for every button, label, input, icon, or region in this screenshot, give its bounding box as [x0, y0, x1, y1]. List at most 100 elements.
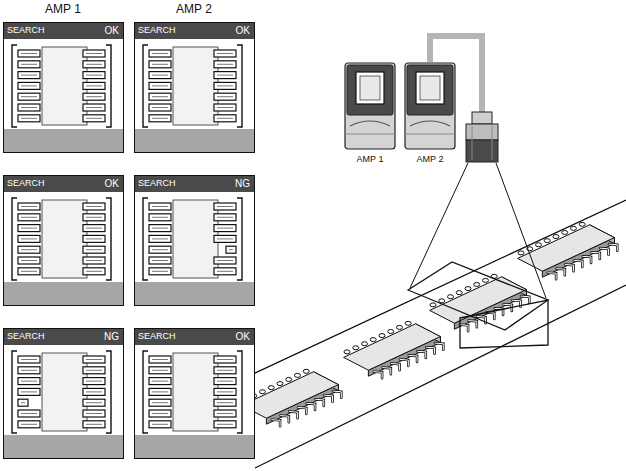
ic-pin-line	[152, 107, 168, 108]
mode-text: SEARCH	[138, 331, 176, 342]
ic-pin-line	[152, 64, 168, 65]
chip-pin	[521, 296, 529, 303]
ic-body	[173, 47, 218, 125]
sensor-head	[466, 112, 498, 162]
ic-pin	[214, 421, 236, 428]
chip-pin	[570, 226, 576, 230]
chip-pin	[469, 321, 477, 328]
ic-pin-line	[217, 359, 233, 360]
chip-pin	[426, 347, 434, 354]
panel-band	[135, 282, 254, 305]
chip-pin	[562, 230, 568, 234]
chip-pin	[374, 372, 382, 379]
ic-pin	[83, 93, 105, 100]
chip-pin	[486, 312, 494, 319]
bracket	[143, 198, 148, 280]
panel-band	[4, 435, 123, 458]
bracket	[106, 45, 111, 127]
ic-pin	[214, 203, 236, 210]
amplifier-label: AMP 2	[404, 154, 456, 165]
ic-pin-line	[217, 96, 233, 97]
display-panel: SEARCHNG	[134, 175, 255, 306]
chip-pin	[400, 359, 408, 366]
chip-pin	[456, 291, 462, 295]
amp-line	[405, 134, 455, 135]
chip-pin	[281, 416, 289, 423]
ic-pin	[214, 82, 236, 89]
bracket	[237, 45, 242, 127]
panel-band	[135, 435, 254, 458]
ic-pin-line	[21, 118, 37, 119]
chip-pin	[294, 373, 300, 377]
ic-pin-line	[21, 391, 37, 392]
ic-pin	[18, 50, 40, 57]
judgement-text: OK	[236, 331, 250, 342]
chip-pin	[592, 252, 600, 259]
ic-pin-line	[86, 359, 102, 360]
amp-screen	[360, 76, 380, 100]
panel-header: SEARCHNG	[135, 176, 254, 192]
judgement-text: NG	[235, 178, 250, 189]
bracket	[106, 198, 111, 280]
ic-pin-line	[21, 96, 37, 97]
column-header: AMP 2	[176, 2, 212, 16]
view-line	[496, 163, 546, 298]
chip-pin	[324, 395, 332, 402]
ic-pin-line	[152, 249, 168, 250]
chip-pin	[579, 222, 585, 226]
ic-pin-line	[217, 391, 233, 392]
ic-pin	[149, 367, 171, 374]
chip-pin	[557, 269, 565, 276]
ic-pin-line	[86, 249, 102, 250]
ic-pin-line	[86, 107, 102, 108]
inspection-frame	[408, 262, 548, 330]
ic-pin	[18, 246, 40, 253]
ic-pin	[83, 356, 105, 363]
ic-pin	[214, 214, 236, 221]
ic-pin	[149, 421, 171, 428]
chip-pin	[374, 372, 382, 379]
panel-band	[4, 129, 123, 152]
amplifier-unit: AMP 2	[404, 62, 456, 172]
chip-pin	[400, 359, 408, 366]
ic-pin	[18, 214, 40, 221]
chip-pin	[565, 265, 573, 272]
ic-pin	[214, 356, 236, 363]
chip-top	[430, 277, 527, 323]
ic-pin	[149, 268, 171, 275]
ic-body	[42, 200, 87, 278]
ic-pin-line	[152, 96, 168, 97]
chip-pin	[391, 364, 399, 371]
chip-pin	[370, 338, 376, 342]
ic-pin-line	[21, 381, 37, 382]
ic-pin-line	[21, 424, 37, 425]
inspection-frame	[460, 300, 548, 348]
chip-pin	[418, 351, 426, 358]
ic-pin	[214, 93, 236, 100]
mode-text: SEARCH	[7, 331, 45, 342]
ic-pin	[83, 388, 105, 395]
chip-pin	[553, 235, 559, 239]
ic-pin-line	[152, 271, 168, 272]
chip-pin	[281, 416, 289, 423]
ic-pin-line	[21, 249, 37, 250]
conveyor-belt	[232, 200, 626, 471]
ic-pin-line	[217, 260, 233, 261]
ic-pin	[83, 214, 105, 221]
chip-pin	[465, 287, 471, 291]
ic-pin-line	[152, 75, 168, 76]
ic-chip	[242, 369, 342, 426]
chip-pin	[396, 325, 402, 329]
display-panel: SEARCHNG	[3, 328, 124, 459]
ic-pin-line	[152, 370, 168, 371]
chip-pin	[426, 347, 434, 354]
ic-pin-line	[217, 85, 233, 86]
chip-pin	[289, 412, 297, 419]
ic-pin	[18, 61, 40, 68]
ic-pin	[18, 410, 40, 417]
ic-pin	[18, 115, 40, 122]
ic-pin-line	[217, 75, 233, 76]
ic-pin	[83, 82, 105, 89]
ic-pin-line	[86, 217, 102, 218]
chip-pin	[482, 278, 488, 282]
